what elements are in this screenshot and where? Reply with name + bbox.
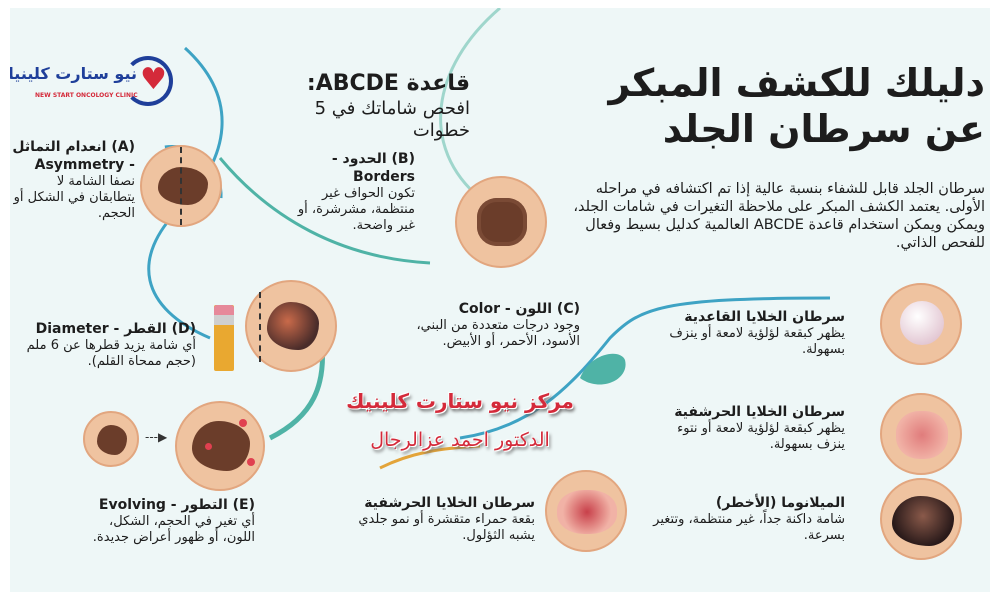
type-title: سرطان الخلايا الحرشفية xyxy=(674,404,845,420)
type-text: شامة داكنة جداً، غير منتظمة، وتتغير بسرع… xyxy=(653,512,845,543)
rule-color: (C) اللون - Color وجود درجات متعددة من ا… xyxy=(395,300,580,350)
rule-text: تكون الحواف غير منتظمة، مشرشرة، أو غير و… xyxy=(297,186,415,233)
doctor-name: الدكتور احمد عزالرجال xyxy=(370,429,550,451)
logo-arabic-text: نيو ستارت كلينيك xyxy=(10,64,137,83)
clinic-logo: ♥ نيو ستارت كلينيك NEW START ONCOLOGY CL… xyxy=(10,56,175,116)
logo-ring-icon xyxy=(123,56,173,106)
type-basal-cell: سرطان الخلايا القاعدية يظهر كبقعة لؤلؤية… xyxy=(650,308,845,358)
asymmetry-mole-image xyxy=(140,145,222,227)
rule-title: (A) انعدام التماثل - Asymmetry xyxy=(12,139,135,173)
pencil-eraser-icon xyxy=(214,305,234,371)
title-line-2: عن سرطان الجلد xyxy=(662,107,985,151)
rule-text: نصفا الشامة لا يتطابقان في الشكل أو الحج… xyxy=(13,174,135,221)
rule-diameter: (D) القطر - Diameter أي شامة يزيد قطرها … xyxy=(18,320,196,370)
squamous-cell-red-patch-image xyxy=(545,470,627,552)
color-mole-image xyxy=(245,280,337,372)
abcde-title: قاعدة ABCDE: xyxy=(306,71,470,96)
rule-title: (D) القطر - Diameter xyxy=(35,321,196,337)
rule-title: (B) الحدود - Borders xyxy=(331,151,415,185)
type-text: بقعة حمراء متقشرة أو نمو جلدي يشبه الثؤل… xyxy=(358,512,535,543)
arrow-right-icon: ---▶ xyxy=(145,430,168,444)
evolving-mole-before xyxy=(83,411,139,467)
melanoma-image xyxy=(880,478,962,560)
type-squamous-cell-bottom: سرطان الخلايا الحرشفية بقعة حمراء متقشرة… xyxy=(355,494,535,544)
rule-text: وجود درجات متعددة من البني، الأسود، الأح… xyxy=(416,318,580,349)
intro-paragraph: سرطان الجلد قابل للشفاء بنسبة عالية إذا … xyxy=(573,181,985,251)
basal-cell-image xyxy=(880,283,962,365)
infographic: ♥ نيو ستارت كلينيك NEW START ONCOLOGY CL… xyxy=(10,8,990,592)
type-squamous-cell: سرطان الخلايا الحرشفية يظهر كبقعة لؤلؤية… xyxy=(650,403,845,453)
borders-mole-image xyxy=(455,176,547,268)
logo-english-text: NEW START ONCOLOGY CLINIC xyxy=(35,92,138,99)
rule-borders: (B) الحدود - Borders تكون الحواف غير منت… xyxy=(290,150,415,234)
rule-asymmetry: (A) انعدام التماثل - Asymmetry نصفا الشا… xyxy=(10,138,135,222)
abcde-heading: قاعدة ABCDE: افحص شاماتك في 5 خطوات xyxy=(260,70,470,142)
rule-text: أي شامة يزيد قطرها عن 6 ملم (حجم ممحاة ا… xyxy=(26,338,196,369)
type-title: الميلانوما (الأخطر) xyxy=(715,495,845,511)
heart-ribbon-icon: ♥ xyxy=(140,62,167,97)
type-title: سرطان الخلايا القاعدية xyxy=(684,309,845,325)
type-text: يظهر كبقعة لؤلؤية لامعة أو نتوء ينزف بسه… xyxy=(677,421,845,452)
squamous-cell-image xyxy=(880,393,962,475)
rule-text: أي تغير في الحجم، الشكل، اللون، أو ظهور … xyxy=(92,514,255,545)
type-melanoma: الميلانوما (الأخطر) شامة داكنة جداً، غير… xyxy=(650,494,845,544)
type-title: سرطان الخلايا الحرشفية xyxy=(364,495,535,511)
center-brand-title: مركز نيو ستارت كلينيك xyxy=(346,389,574,413)
rule-title: (C) اللون - Color xyxy=(458,301,580,317)
title-line-1: دليلك للكشف المبكر xyxy=(608,61,985,105)
page-title: دليلك للكشف المبكر عن سرطان الجلد xyxy=(545,60,985,152)
evolving-mole-after xyxy=(175,401,265,491)
rule-title: (E) التطور - Evolving xyxy=(98,497,255,513)
type-text: يظهر كبقعة لؤلؤية لامعة أو ينزف بسهولة. xyxy=(669,326,845,357)
rule-evolving: (E) التطور - Evolving أي تغير في الحجم، … xyxy=(85,496,255,546)
abcde-subtitle: افحص شاماتك في 5 خطوات xyxy=(314,98,470,141)
